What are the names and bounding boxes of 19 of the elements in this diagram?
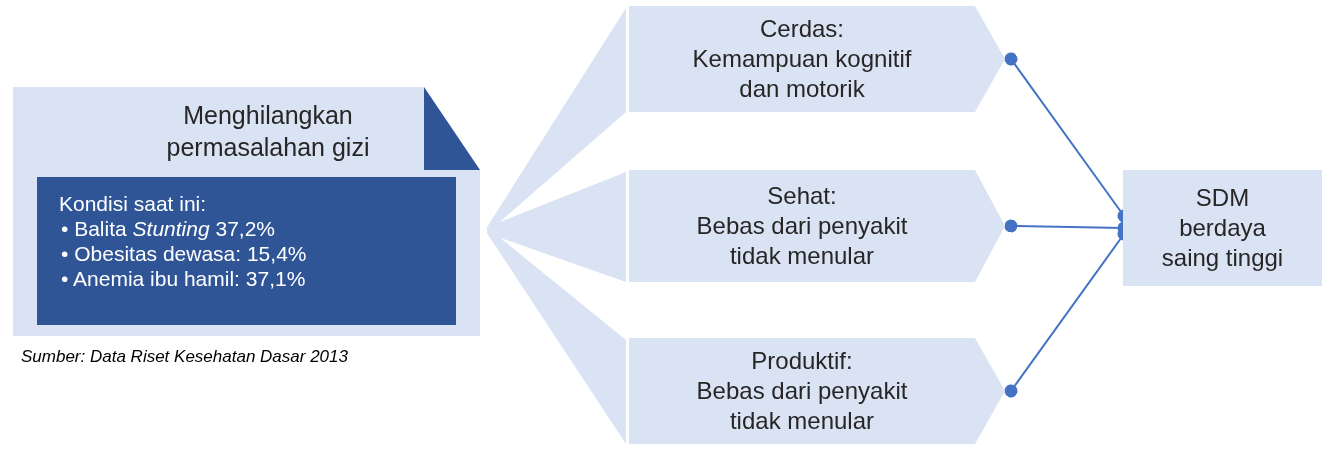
result-box (1123, 170, 1322, 286)
box-text: Bebas dari penyakit tidak menular (695, 211, 909, 271)
chevron-box (629, 338, 1005, 444)
box-heading: Produktif: (750, 346, 854, 376)
box-heading: Cerdas: (758, 14, 845, 44)
card-heading: Menghilangkan permasalahan gizi (165, 100, 371, 163)
box-text: Kemampuan kognitif dan motorik (691, 44, 913, 104)
folded-card (13, 87, 480, 336)
list-item: • Anemia ibu hamil: 37,1% (61, 266, 307, 291)
chevron-box (629, 170, 1005, 282)
box-text: SDM berdaya saing tinggi (1160, 183, 1285, 273)
list-item: • Obesitas dewasa: 15,4% (61, 241, 308, 266)
box-heading: Sehat: (766, 181, 838, 211)
list-item: • Balita Stunting 37,2% (61, 216, 276, 241)
chevron-box (629, 6, 1005, 112)
source-caption: Sumber: Data Riset Kesehatan Dasar 2013 (21, 347, 348, 367)
list-heading: Kondisi saat ini: (59, 191, 208, 216)
box-text: Bebas dari penyakit tidak menular (695, 376, 909, 436)
info-panel (37, 177, 456, 325)
